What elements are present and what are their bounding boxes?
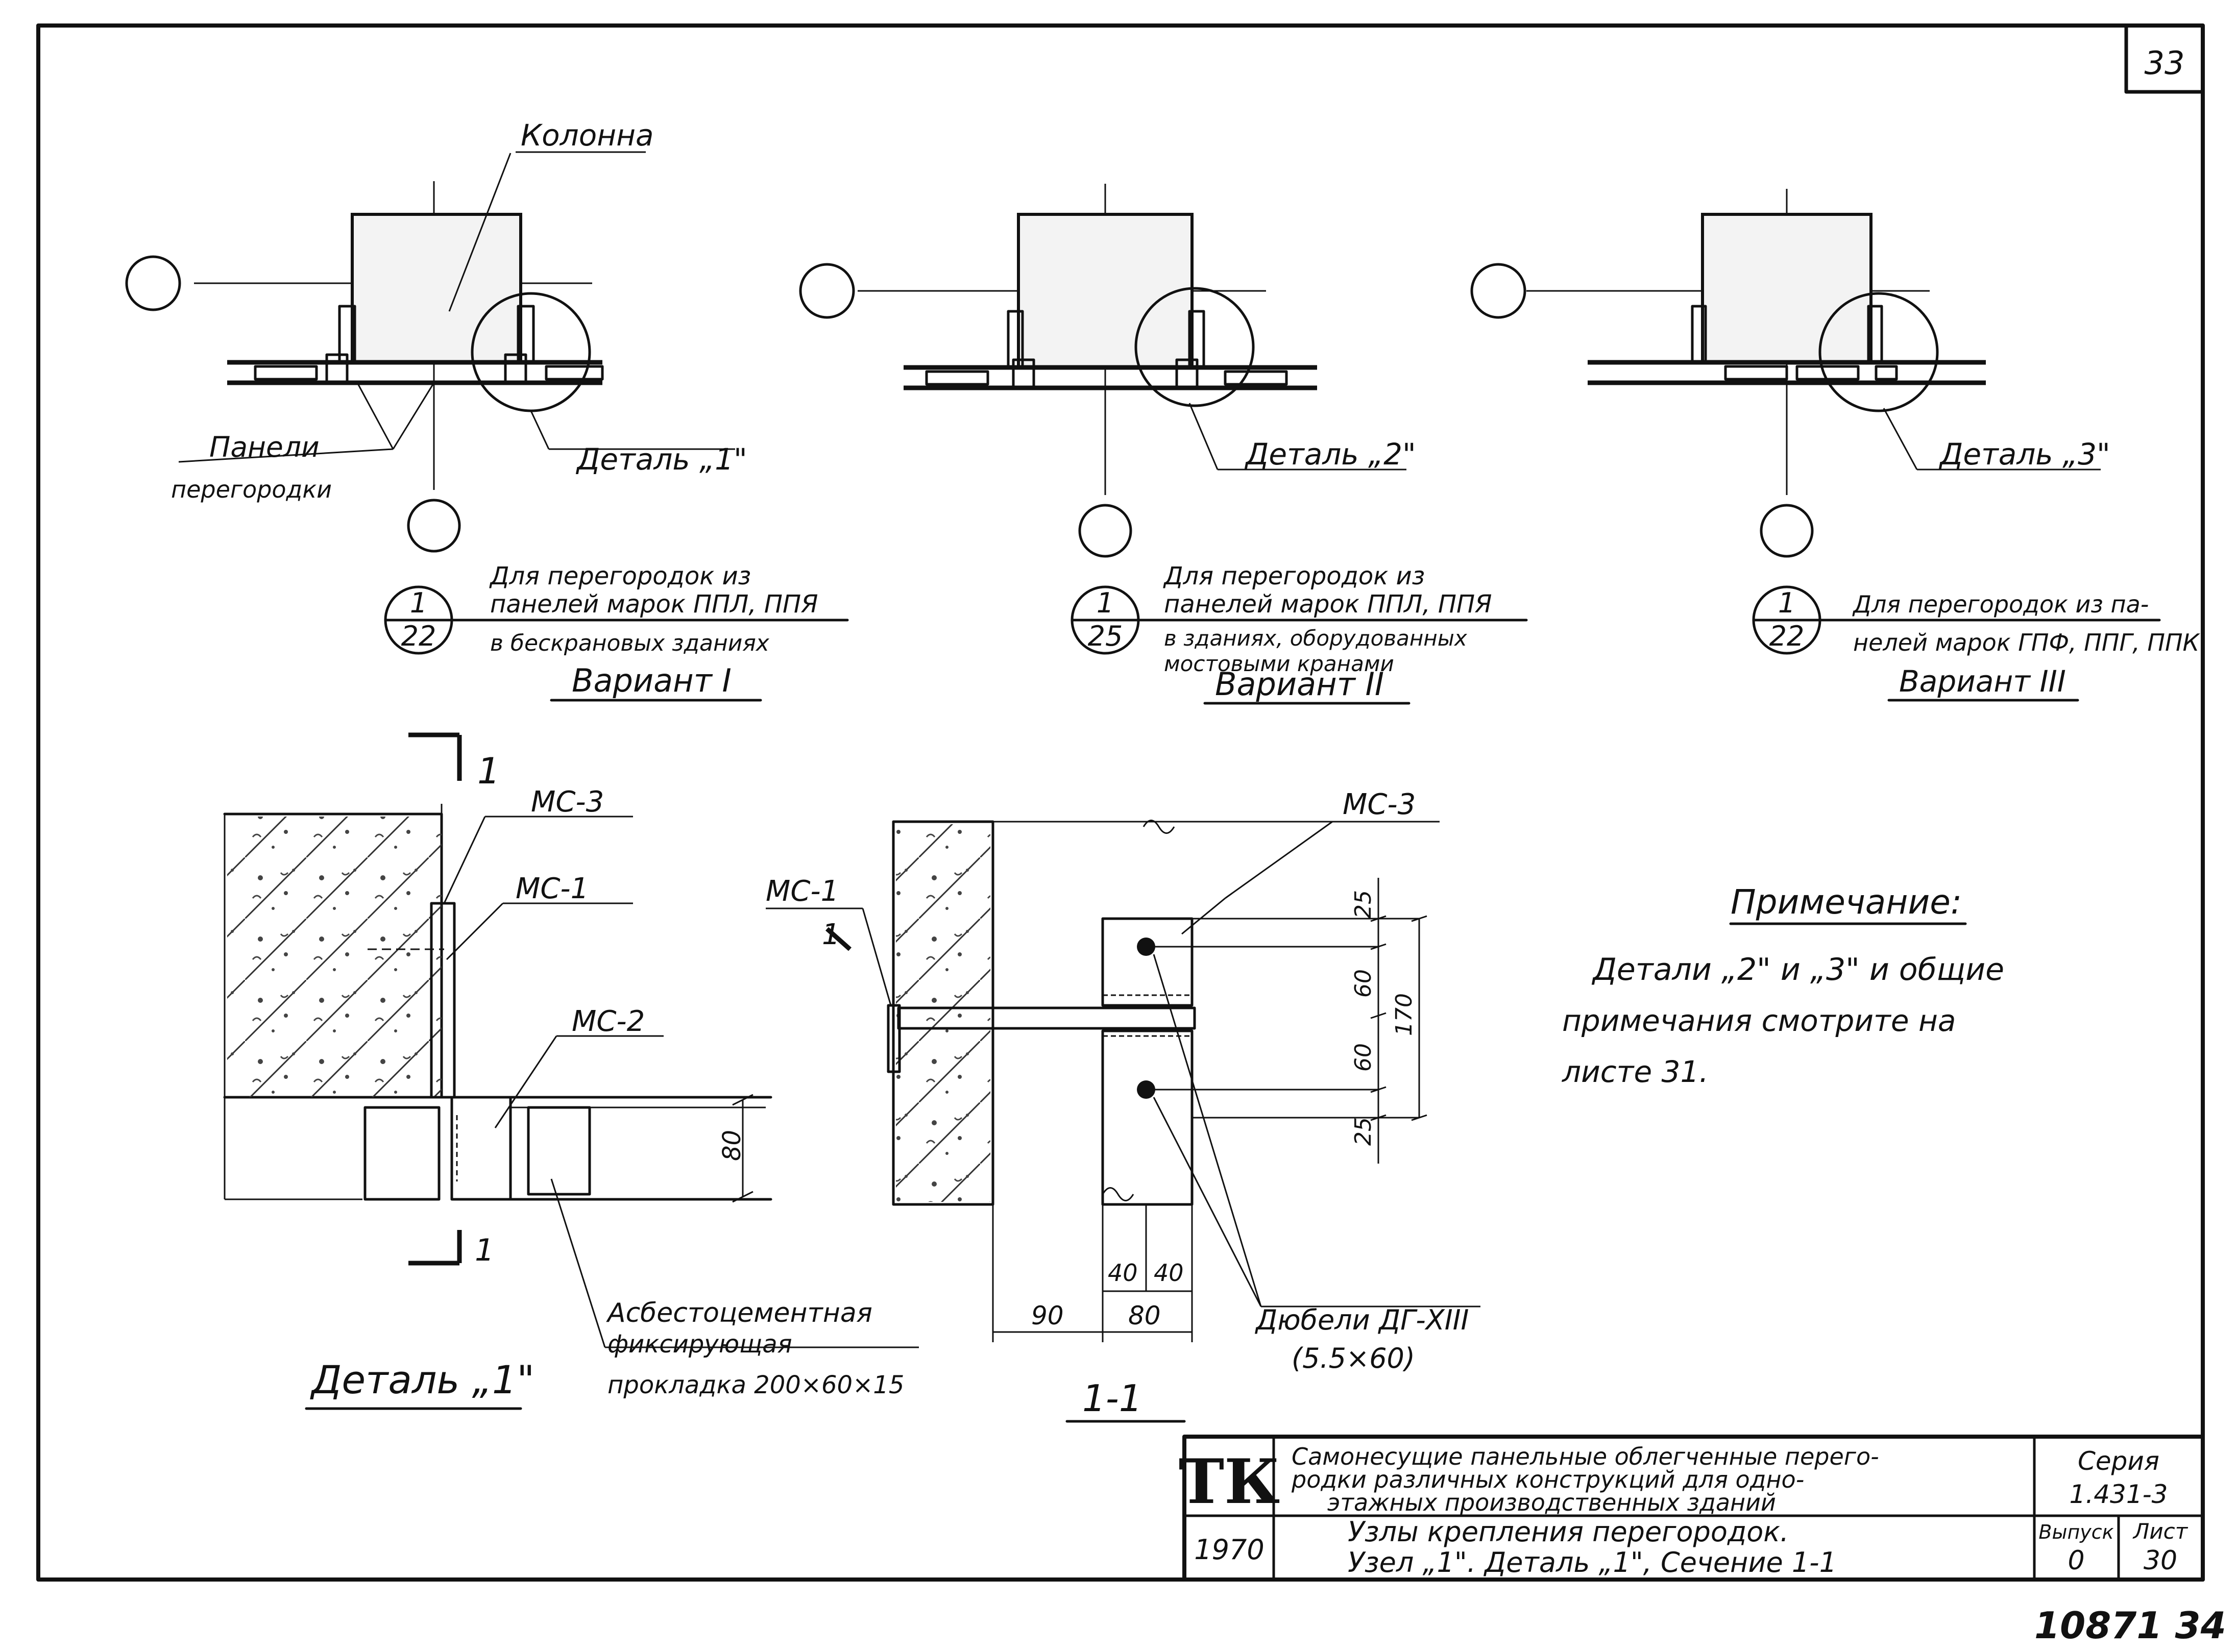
label-detail3-callout: Деталь „3" <box>1938 437 2110 472</box>
title-block-logo: ТК <box>1179 1446 1280 1518</box>
title-block-sheet-value: 30 <box>2144 1545 2177 1576</box>
variant-1-line3: в бескрановых зданиях <box>490 630 770 656</box>
variant-2-reference <box>1071 585 1528 655</box>
variant-3-reference <box>1752 585 2161 655</box>
title-block-issue-label: Выпуск <box>2038 1521 2113 1543</box>
corner-number: 33 <box>2145 44 2185 82</box>
label-panels-line1: Панели <box>209 431 320 463</box>
section-1-1-dowels-line2: (5.5×60) <box>1292 1342 1415 1374</box>
variant-2-line3: в зданиях, оборудованных <box>1164 626 1468 651</box>
variant-3-line2: нелей марок ГПФ, ППГ, ППК <box>1853 629 2201 656</box>
variant-3-name: Вариант III <box>1899 664 2066 699</box>
detail-1-gasket-line1: Асбестоцементная <box>606 1298 872 1328</box>
section-1-1-dim-total: 170 <box>1391 993 1417 1036</box>
section-1-1-dim-h2: 80 <box>1128 1301 1161 1330</box>
sheet-frame <box>36 23 2205 1582</box>
section-1-1-mc1: МС-1 <box>766 875 839 908</box>
note-line3: листе 31. <box>1562 1054 1709 1089</box>
variant-3-ref-top: 1 <box>1778 587 1795 619</box>
section-1-1-mark: 1 <box>822 918 840 951</box>
detail-1-mc2: МС-2 <box>572 1005 645 1038</box>
variant-3-ref-bottom: 22 <box>1769 620 1805 652</box>
title-block-sheet-label: Лист <box>2132 1519 2189 1544</box>
variant-2-ref-top: 1 <box>1097 587 1114 619</box>
section-1-1-dim-h1: 90 <box>1031 1301 1064 1330</box>
variant-2-line2: панелей марок ППЛ, ППЯ <box>1164 590 1492 619</box>
variant-2-line4: мостовыми кранами <box>1164 651 1394 676</box>
variant-1-ref-top: 1 <box>410 587 427 619</box>
title-block-series-label: Серия <box>2078 1446 2159 1476</box>
archive-stamp: 10871 34 <box>2034 1604 2226 1647</box>
note-line2: примечания смотрите на <box>1562 1003 1956 1038</box>
variant-1-ref-bottom: 22 <box>401 620 436 652</box>
section-1-1-drawing <box>766 820 1480 1342</box>
detail-1-mc3: МС-3 <box>531 785 604 819</box>
label-detail2-callout: Деталь „2" <box>1244 437 1416 472</box>
section-1-1-dim-v4: 25 <box>1350 1117 1376 1146</box>
section-1-1-dim-v3: 60 <box>1350 1043 1376 1072</box>
variant-1-reference <box>384 585 849 655</box>
section-1-1-mc3: МС-3 <box>1343 788 1416 821</box>
section-1-1-title: 1-1 <box>1082 1377 1142 1420</box>
detail-1-drawing <box>223 732 919 1348</box>
variant-1-line2: панелей марок ППЛ, ППЯ <box>490 590 818 619</box>
variant-1-name: Вариант I <box>572 662 732 699</box>
title-block-title-line2: родки различных конструкций для одно- <box>1291 1466 1804 1493</box>
variant-2-ref-bottom: 25 <box>1088 620 1123 652</box>
section-1-1-dim-h-small1: 40 <box>1108 1259 1138 1287</box>
detail-1-dim: 80 <box>718 1130 746 1161</box>
detail-1-title: Деталь „1" <box>310 1357 534 1402</box>
label-column: Колонна <box>521 118 654 153</box>
variant-1-line1: Для перегородок из <box>489 562 751 590</box>
section-1-1-dim-v2: 60 <box>1350 969 1376 998</box>
variant-3-line1: Для перегородок из па- <box>1852 590 2149 618</box>
detail-1-mc1: МС-1 <box>516 872 589 905</box>
label-detail1-callout: Деталь „1" <box>575 442 747 477</box>
detail-1-gasket-line2: фиксирующая <box>607 1330 792 1359</box>
title-block <box>1182 1435 2205 1582</box>
title-block-title-line3: этажных производственных зданий <box>1327 1489 1776 1516</box>
detail-1-section-mark-top: 1 <box>477 750 500 792</box>
title-block-issue-value: 0 <box>2068 1545 2084 1576</box>
title-block-series-value: 1.431-3 <box>2070 1480 2168 1509</box>
detail-1-gasket-line3: прокладка 200×60×15 <box>607 1371 904 1399</box>
note-heading: Примечание: <box>1731 882 1962 922</box>
section-1-1-dim-h-small2: 40 <box>1154 1259 1184 1287</box>
title-block-title-line1: Самонесущие панельные облегченные перего… <box>1292 1443 1879 1470</box>
variant-2-plan <box>799 184 1406 558</box>
title-block-sub-line2: Узел „1". Деталь „1", Сечение 1-1 <box>1348 1546 1837 1579</box>
section-1-1-dim-v1: 25 <box>1350 890 1376 919</box>
title-block-year: 1970 <box>1194 1534 1264 1566</box>
section-1-1-dowels-line1: Дюбели ДГ-XIII <box>1255 1304 1469 1336</box>
variant-2-line1: Для перегородок из <box>1163 562 1425 590</box>
variant-2-name: Вариант II <box>1215 665 1384 703</box>
label-panels-line2: перегородки <box>171 476 332 503</box>
variant-3-plan <box>1470 189 2101 558</box>
variant-1-plan <box>125 153 735 553</box>
note-line1: Детали „2" и „3" и общие <box>1591 952 2004 988</box>
corner-number-box <box>2124 23 2205 94</box>
title-block-sub-line1: Узлы крепления перегородок. <box>1348 1516 1789 1548</box>
detail-1-section-mark-bottom: 1 <box>475 1232 494 1268</box>
